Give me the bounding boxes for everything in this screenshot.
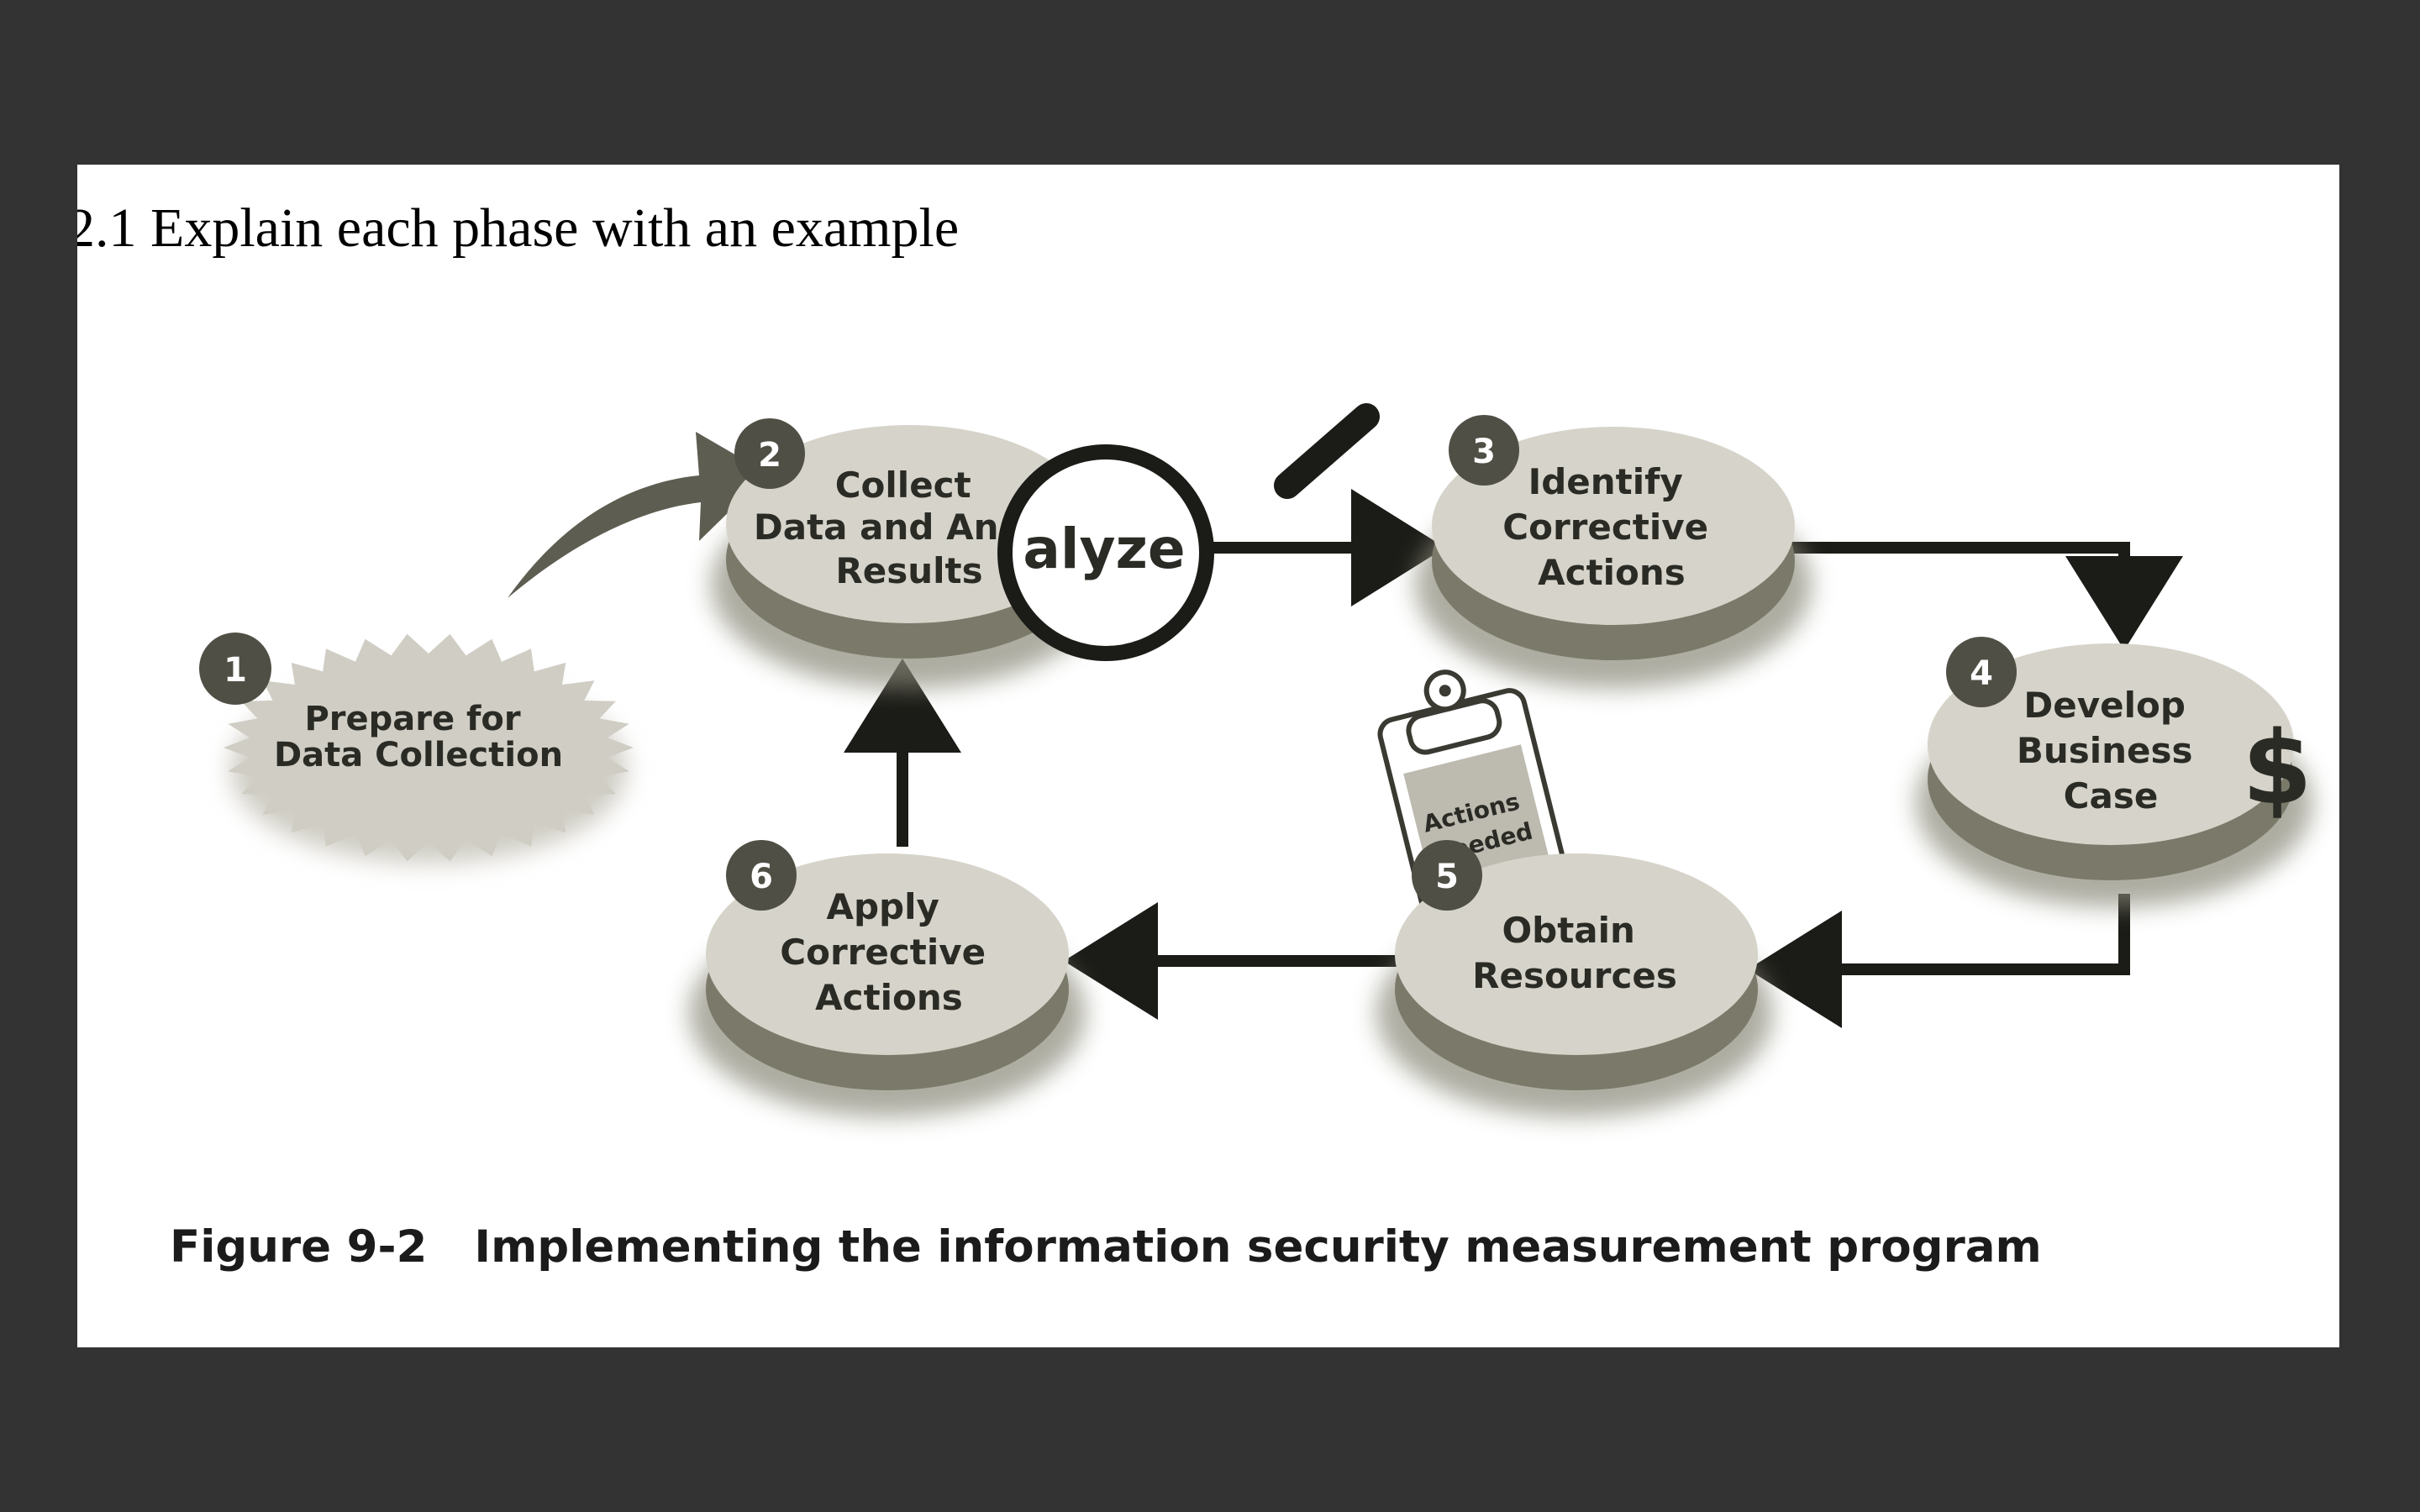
phase-3-line-3: Actions [1538, 552, 1686, 593]
phase-6-line-3: Actions [815, 977, 963, 1018]
phase-5-obtain-resources: Obtain Resources 5 [1376, 840, 1773, 1117]
phase-2-badge [734, 418, 805, 489]
document-page: 2.1 Explain each phase with an example [77, 165, 2339, 1347]
phase-5-number: 5 [1435, 858, 1459, 896]
phase-4-label: Develop Business Case [2017, 685, 2205, 816]
figure-caption: Figure 9-2 Implementing the information s… [170, 1221, 2042, 1273]
magnifier-label: alyze [1023, 517, 1185, 581]
phase-1-badge [199, 633, 271, 705]
phase-6-badge [726, 840, 797, 911]
phase-3-label: Identify Corrective Actions [1502, 461, 1720, 593]
phase-1-line-1: Prepare for [304, 700, 520, 738]
phase-3-number: 3 [1472, 433, 1496, 471]
phase-6-number: 6 [750, 858, 773, 896]
phase-2-label: Collect Data and An Results [754, 465, 1011, 591]
dollar-sign-icon: $ [2242, 711, 2312, 827]
phase-1-label: Prepare for Data Collection [274, 700, 563, 774]
phase-6-apply-corrective-actions: Apply Corrective Actions 6 [689, 840, 1086, 1117]
phase-4-badge [1946, 637, 2017, 707]
figure-number: Figure 9-2 [170, 1221, 428, 1273]
phase-6-line-1: Apply [826, 886, 939, 927]
figure-title: Implementing the information security me… [474, 1221, 2042, 1273]
phase-3-line-2: Corrective [1502, 507, 1708, 548]
phase-4-line-2: Business [2017, 730, 2193, 771]
question-text: 2.1 Explain each phase with an example [77, 197, 960, 259]
curved-arrow-1-to-2 [508, 432, 768, 598]
phase-3-badge [1449, 415, 1519, 486]
arrow-4-to-5 [1748, 894, 2130, 1028]
phase-3-line-1: Identify [1528, 461, 1683, 502]
phase-6-line-2: Corrective [780, 932, 986, 973]
phase-1-prepare-for-data-collection: Prepare for Data Collection 1 [199, 633, 634, 864]
phase-2-line-2: Data and An [754, 507, 999, 548]
phase-4-number: 4 [1970, 654, 1993, 693]
measurement-program-diagram: Prepare for Data Collection 1 Collect Da… [199, 403, 2312, 1117]
arrow-3-to-4 [1791, 542, 2183, 650]
phase-2-line-1: Collect [835, 465, 971, 506]
phase-5-line-1: Obtain [1502, 910, 1634, 951]
phase-5-badge [1412, 840, 1482, 911]
phase-4-line-1: Develop [2023, 685, 2186, 726]
phase-2-line-3: Results [835, 550, 982, 591]
phase-1-line-2: Data Collection [274, 736, 563, 774]
phase-1-number: 1 [224, 651, 247, 690]
phase-5-line-2: Resources [1472, 955, 1677, 996]
phase-6-label: Apply Corrective Actions [780, 886, 997, 1018]
magnifying-glass-icon: alyze [997, 403, 1380, 661]
phase-4-develop-business-case: $ Develop Business Case 4 [1916, 637, 2312, 907]
phase-3-identify-corrective-actions: Identify Corrective Actions 3 [1415, 415, 1812, 689]
phase-5-label: Obtain Resources [1472, 910, 1677, 996]
phase-2-number: 2 [758, 436, 781, 475]
phase-4-line-3: Case [2064, 775, 2159, 816]
